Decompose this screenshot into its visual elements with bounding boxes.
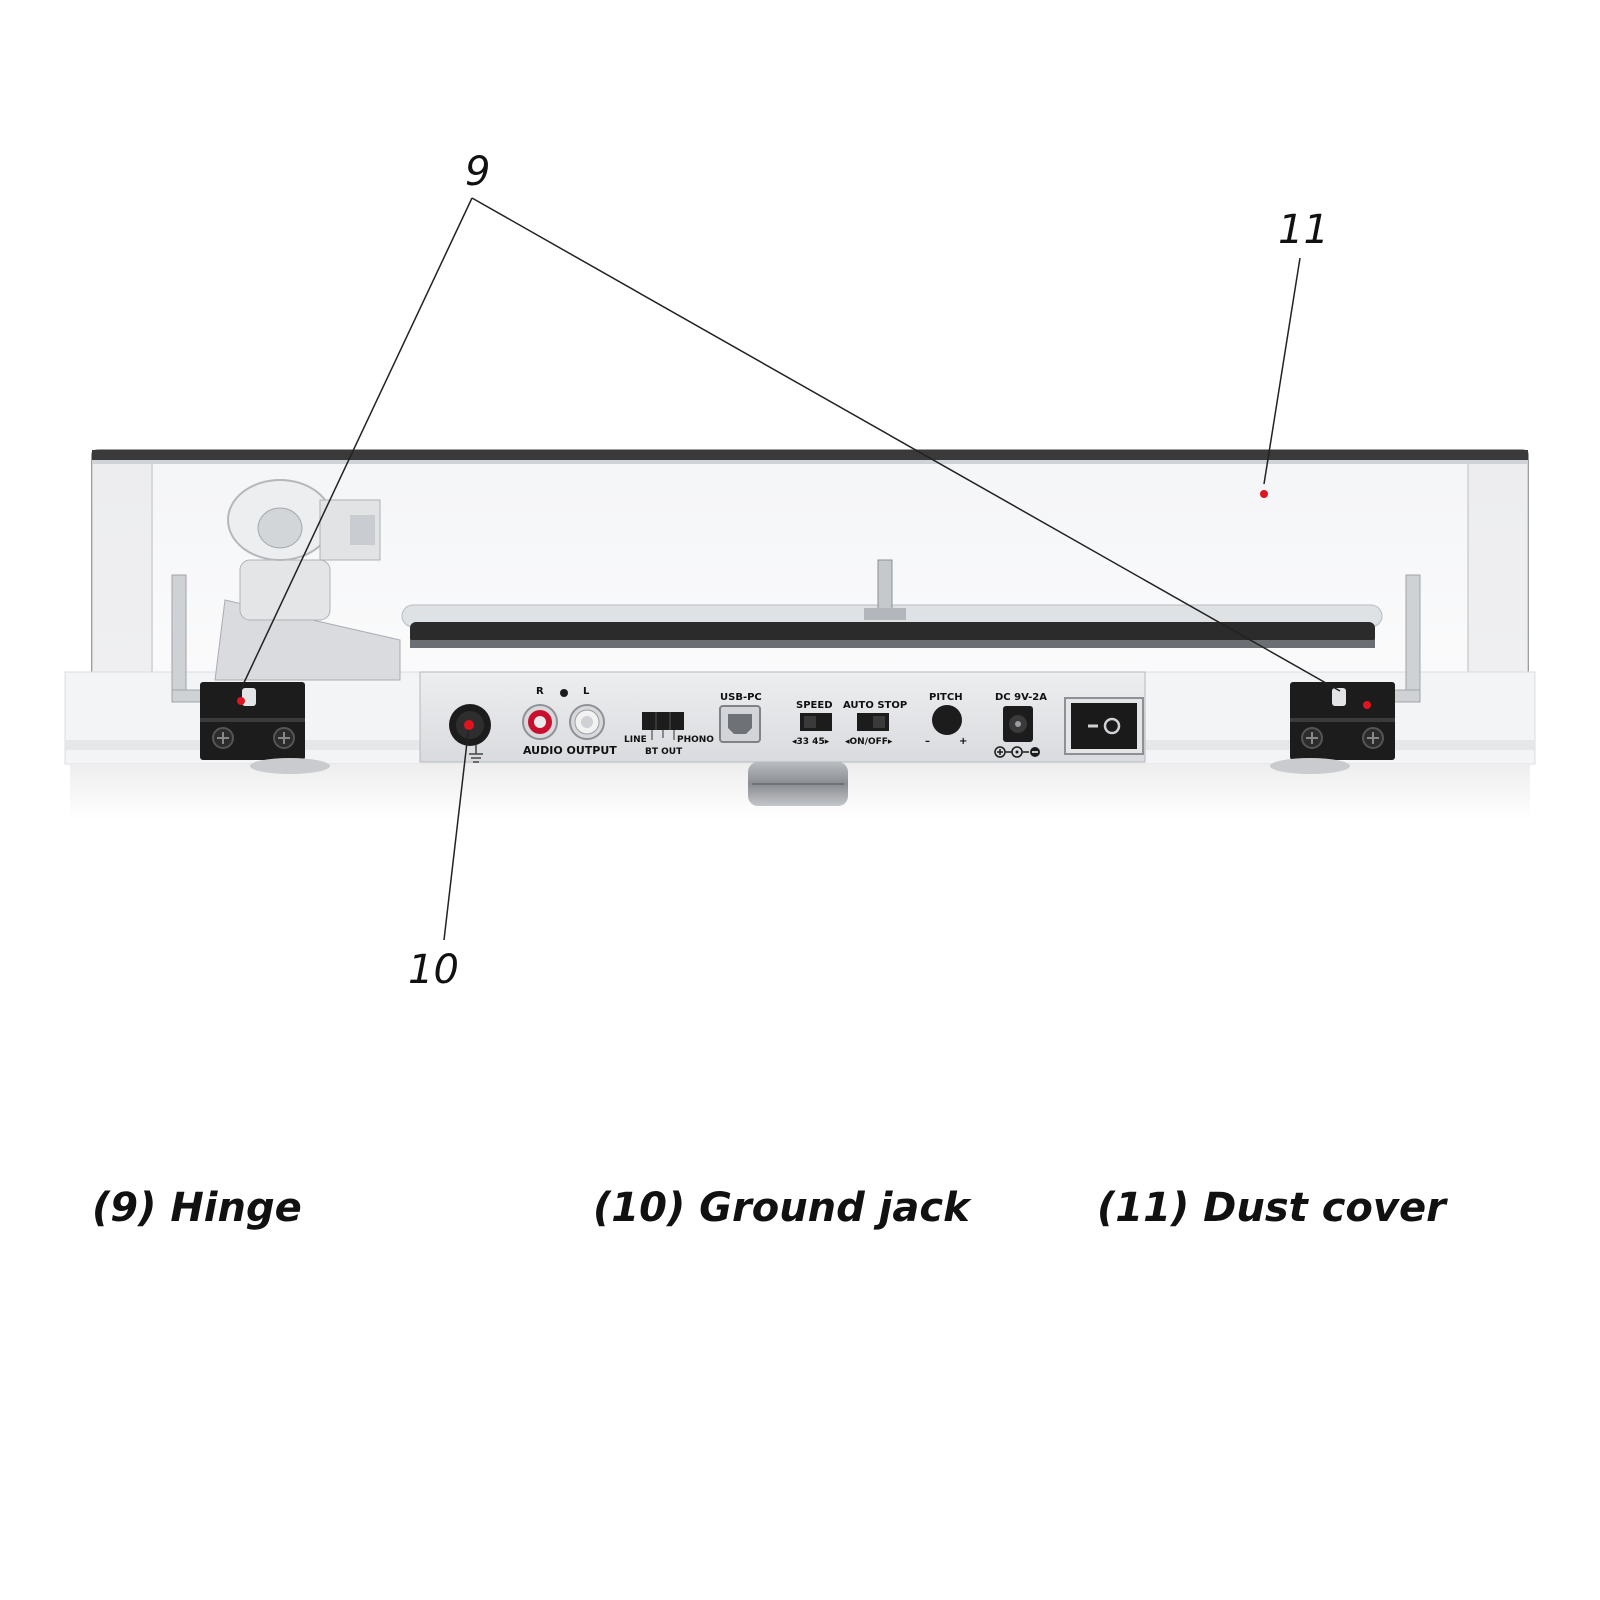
dc-input-jack <box>1003 706 1033 742</box>
leader-line-9-right <box>471 197 1341 692</box>
rca-l-label: L <box>583 686 590 697</box>
audio-output-label: AUDIO OUTPUT <box>523 744 617 757</box>
switch-line-label: LINE <box>624 735 647 745</box>
legend-ground-jack: (10) Ground jack <box>593 1185 970 1231</box>
speed-switch <box>800 713 832 731</box>
dc-polarity-icon <box>994 746 1040 758</box>
auto-stop-switch <box>857 713 889 731</box>
switch-bt-out-label: BT OUT <box>645 747 683 757</box>
leader-line-9-left <box>240 197 473 690</box>
marker-dot-hinge-right <box>1363 701 1371 709</box>
usb-label: USB-PC <box>720 692 762 703</box>
usb-port <box>719 705 761 743</box>
center-foot <box>748 762 848 806</box>
speed-label: SPEED <box>796 700 833 711</box>
dc-input-label: DC 9V-2A <box>995 692 1047 703</box>
pitch-label: PITCH <box>929 692 963 703</box>
auto-stop-label: AUTO STOP <box>843 700 907 711</box>
hinge-left <box>200 682 305 760</box>
marker-dot-hinge-left <box>237 697 245 705</box>
leader-line-10 <box>443 724 470 941</box>
leader-line-11 <box>1263 257 1301 485</box>
speed-values: ◂33 45▸ <box>792 737 830 747</box>
auto-stop-values: ◂ON/OFF▸ <box>845 737 893 747</box>
marker-dot-ground-jack <box>464 720 474 730</box>
platter <box>401 559 1383 648</box>
callout-9: 9 <box>465 149 490 195</box>
rca-separator-dot <box>560 689 568 697</box>
legend-hinge: (9) Hinge <box>92 1185 302 1231</box>
right-foot <box>1270 758 1350 774</box>
output-selector-switch <box>642 712 684 740</box>
pitch-minus: – <box>925 736 930 747</box>
rca-jack-right <box>522 704 558 740</box>
tonearm <box>214 479 401 681</box>
callout-11: 11 <box>1278 207 1329 253</box>
pitch-plus: + <box>959 736 967 747</box>
power-switch <box>1064 697 1144 755</box>
leader-lines <box>240 197 1341 941</box>
marker-dot-dust-cover <box>1260 490 1268 498</box>
switch-phono-label: PHONO <box>677 735 714 745</box>
marker-dots <box>237 490 1371 730</box>
legend-dust-cover: (11) Dust cover <box>1097 1185 1446 1231</box>
pitch-knob <box>932 705 962 735</box>
rear-panel: R L AUDIO OUTPUT LINE BT OUT PHONO USB-P… <box>419 671 1146 763</box>
rca-r-label: R <box>536 686 544 697</box>
hinge-right <box>1290 682 1395 760</box>
left-foot <box>250 758 330 774</box>
rca-jack-left <box>569 704 605 740</box>
callout-10: 10 <box>408 947 459 993</box>
